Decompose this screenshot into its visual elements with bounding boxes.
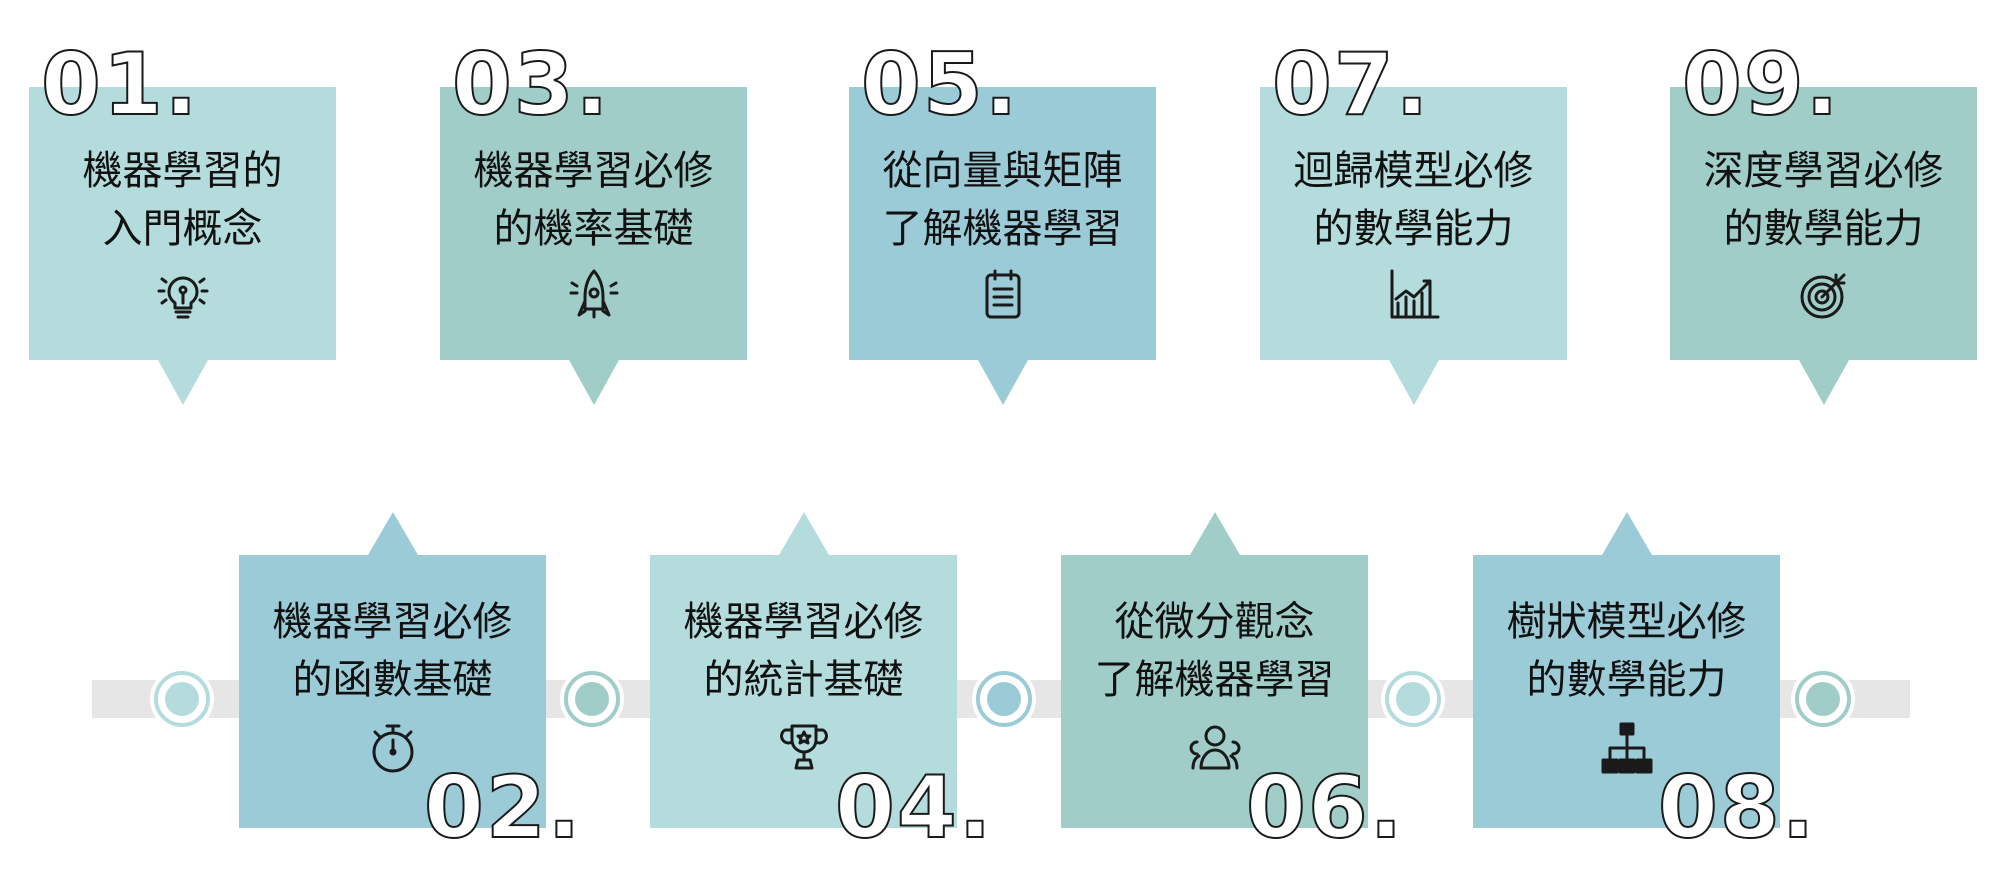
step-number: 03. [451,35,611,135]
step-title-line: 的數學能力 [1723,206,1924,252]
step-title-line: 入門概念 [102,206,263,252]
step-title-line: 迴歸模型必修 [1293,148,1534,194]
step-title-line: 樹狀模型必修 [1506,599,1747,645]
step-title: 深度學習必修的數學能力 [1670,142,1977,258]
timeline-node-7 [1381,667,1445,731]
step-card-9: 深度學習必修的數學能力 09. [1670,41,1977,405]
step-title-line: 從微分觀念 [1114,599,1315,645]
step-title: 機器學習必修的函數基礎 [239,593,546,709]
step-number: 02. [423,758,583,858]
step-title-line: 的機率基礎 [493,206,694,252]
step-title-line: 的函數基礎 [292,657,493,703]
timeline-node-3 [560,667,624,731]
step-title-line: 了解機器學習 [1094,657,1335,703]
stopwatch-icon [372,724,413,773]
step-number: 06. [1245,758,1405,858]
step-card-6: 從微分觀念了解機器學習 06. [1061,512,1403,852]
step-number: 05. [860,35,1020,135]
trophy-icon [779,724,828,770]
step-title-line: 機器學習必修 [272,599,513,645]
step-card-8: 樹狀模型必修的數學能力 08. [1473,512,1815,852]
step-title: 從微分觀念了解機器學習 [1061,593,1368,709]
step-card-3: 機器學習必修的機率基礎 03. [440,41,747,405]
step-title: 樹狀模型必修的數學能力 [1473,593,1780,709]
step-title: 機器學習必修的機率基礎 [440,142,747,258]
step-title: 機器學習的入門概念 [29,142,336,258]
step-title: 從向量與矩陣了解機器學習 [849,142,1156,258]
step-title-line: 機器學習必修 [683,599,924,645]
hierarchy-icon [1601,722,1652,774]
step-number: 08. [1657,758,1817,858]
step-number: 07. [1271,35,1431,135]
step-card-4: 機器學習必修的統計基礎 04. [650,512,992,852]
step-title-line: 機器學習必修 [473,148,714,194]
step-card-7: 迴歸模型必修的數學能力 07. [1260,41,1567,405]
step-number: 09. [1681,35,1841,135]
step-title-line: 深度學習必修 [1703,148,1944,194]
step-title-line: 機器學習的 [82,148,283,194]
step-card-5: 從向量與矩陣了解機器學習 05. [849,41,1156,405]
step-number: 01. [40,35,200,135]
step-title-line: 的數學能力 [1313,206,1514,252]
step-title-line: 的統計基礎 [703,657,904,703]
growth-chart-icon [1390,269,1439,319]
step-card-1: 機器學習的入門概念 01. [29,41,336,405]
step-number: 04. [834,758,994,858]
step-title: 機器學習必修的統計基礎 [650,593,957,709]
rocket-icon [569,269,618,319]
lightbulb-icon [157,276,208,319]
timeline-node-5 [972,667,1036,731]
step-title: 迴歸模型必修的數學能力 [1260,142,1567,258]
step-title-line: 從向量與矩陣 [882,148,1123,194]
step-card-2: 機器學習必修的函數基礎 02. [239,512,581,852]
target-icon [1800,273,1845,319]
timeline-node-9 [1791,667,1855,731]
timeline-node-1 [150,667,214,731]
step-title-line: 了解機器學習 [882,206,1123,252]
step-title-line: 的數學能力 [1526,657,1727,703]
clipboard-icon [985,269,1020,319]
team-icon [1189,725,1240,770]
